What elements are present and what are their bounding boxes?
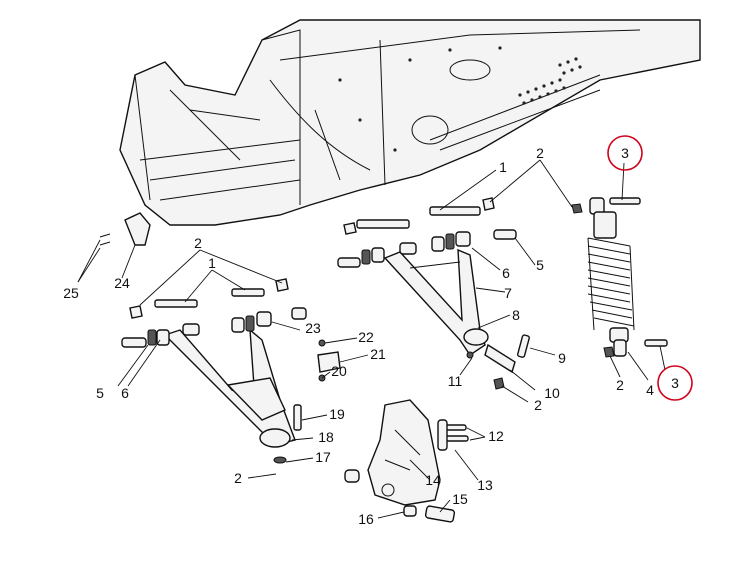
- bracket-hardware: [317, 339, 341, 382]
- callout-label: 2: [534, 397, 542, 413]
- callout-label: 14: [425, 472, 441, 488]
- bumper-pad: [124, 212, 151, 246]
- callout-label: 18: [318, 429, 334, 445]
- callout-label: 2: [194, 235, 202, 251]
- callout-label: 12: [488, 428, 504, 444]
- lower-a-arm: [163, 328, 296, 464]
- callout-label: 24: [114, 275, 130, 291]
- chassis-frame: [119, 19, 701, 226]
- callout-label: 5: [96, 385, 104, 401]
- callout-label: 4: [646, 382, 654, 398]
- callout-label: 22: [358, 329, 374, 345]
- shock-absorber: [587, 197, 668, 358]
- callout-labels: 1 1 2 2 2 2 2 3 3 4 5 5 6 6 7 8 9 10 11 …: [63, 145, 679, 527]
- upper-a-arm: [383, 248, 489, 356]
- callout-label: 1: [499, 159, 507, 175]
- callout-label: 25: [63, 285, 79, 301]
- tie-rod-end: [466, 334, 530, 390]
- spindle: [344, 399, 441, 506]
- callout-label: 13: [477, 477, 493, 493]
- callout-label: 6: [502, 265, 510, 281]
- callout-label: 8: [512, 307, 520, 323]
- callout-label: 16: [358, 511, 374, 527]
- callout-label: 2: [536, 145, 544, 161]
- callout-label: 23: [305, 320, 321, 336]
- callout-label: 2: [234, 470, 242, 486]
- highlight-circles: [607, 135, 693, 401]
- callout-label: 21: [370, 346, 386, 362]
- callout-label: 5: [536, 257, 544, 273]
- callout-label: 19: [329, 406, 345, 422]
- callout-label: 15: [452, 491, 468, 507]
- callout-label: 10: [544, 385, 560, 401]
- callout-label: 6: [121, 385, 129, 401]
- callout-label: 1: [208, 255, 216, 271]
- screws: [99, 233, 111, 246]
- leader-lines: [77, 159, 666, 519]
- bushings-left: [121, 307, 307, 348]
- callout-label: 11: [448, 373, 463, 389]
- callout-label: 17: [315, 449, 331, 465]
- callout-label: 3: [621, 145, 629, 161]
- bolts-left: [129, 278, 289, 319]
- callout-label: 9: [558, 350, 566, 366]
- spindle-bolts: [403, 419, 469, 523]
- callout-label: 3: [671, 375, 679, 391]
- upper-bolts: [343, 197, 583, 235]
- bushings-right: [337, 229, 517, 268]
- callout-label: 7: [504, 285, 512, 301]
- ball-joint-bolt: [293, 404, 302, 431]
- callout-label: 2: [616, 377, 624, 393]
- callout-label: 20: [331, 363, 347, 379]
